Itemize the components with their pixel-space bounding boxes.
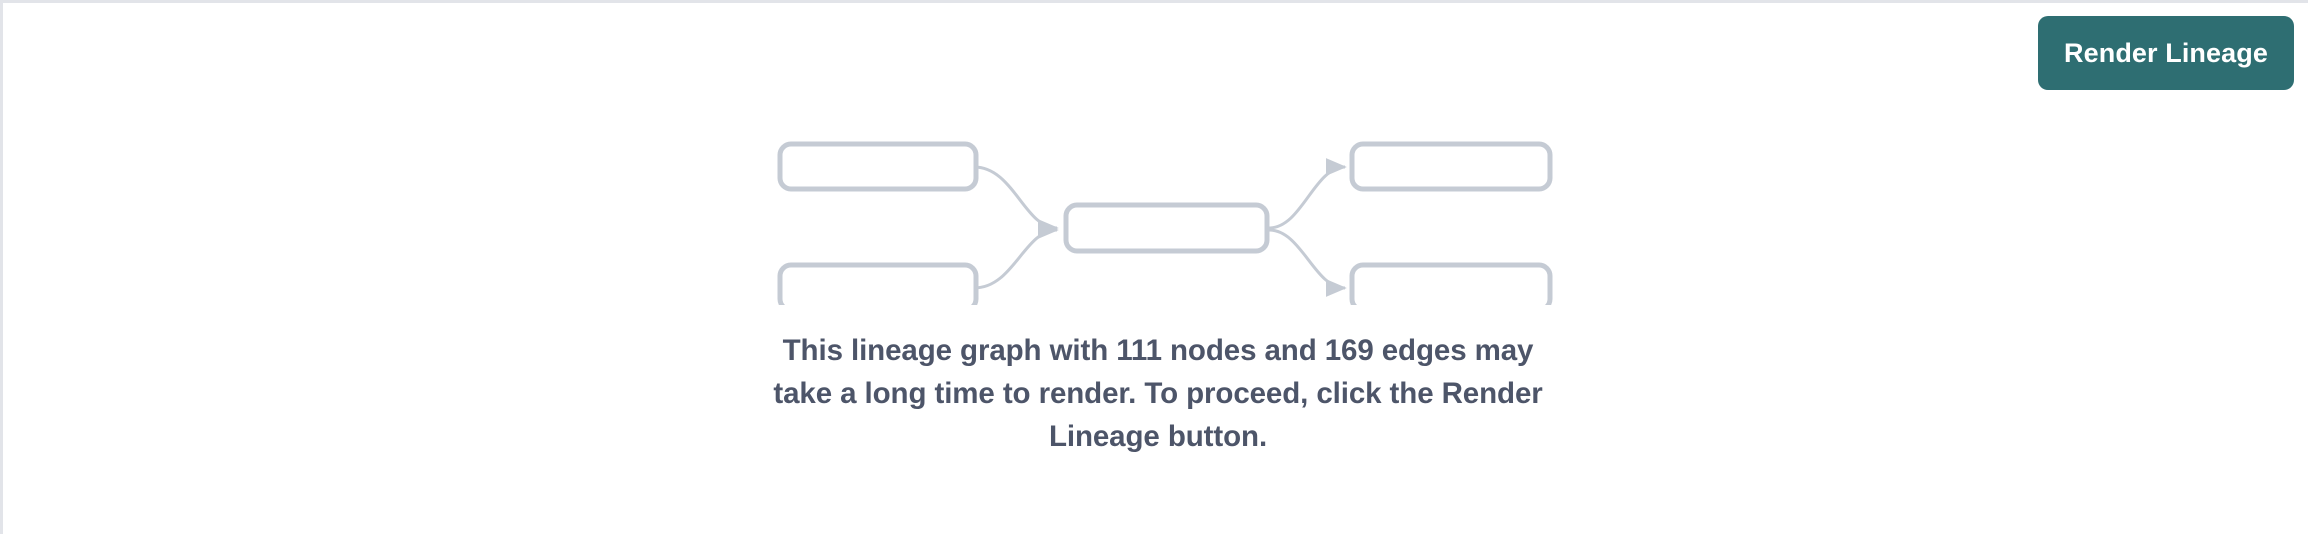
render-lineage-button[interactable]: Render Lineage bbox=[2038, 16, 2294, 90]
lineage-node-focus bbox=[1063, 202, 1270, 254]
edge-focus-to-downstream-2 bbox=[1268, 228, 1347, 297]
edge-upstream-1-to-focus bbox=[973, 165, 1059, 237]
lineage-empty-message: This lineage graph with 111 nodes and 16… bbox=[763, 329, 1553, 458]
lineage-empty-state: This lineage graph with 111 nodes and 16… bbox=[3, 107, 2308, 534]
lineage-toolbar: Render Lineage bbox=[3, 3, 2308, 107]
lineage-empty-message-line-2: a long time to render. To proceed, click… bbox=[840, 377, 1543, 453]
lineage-graph-placeholder-illustration bbox=[769, 125, 1559, 313]
edge-focus-to-downstream-1 bbox=[1268, 158, 1347, 230]
lineage-empty-message-line-1: This lineage graph with 111 nodes and 16… bbox=[773, 334, 1534, 410]
lineage-empty-message-line-3: button. bbox=[1167, 420, 1268, 453]
lineage-node-upstream-2 bbox=[777, 262, 979, 313]
lineage-graph-icon bbox=[777, 141, 1553, 313]
lineage-node-upstream-1 bbox=[777, 141, 979, 192]
lineage-node-downstream-2 bbox=[1349, 262, 1553, 313]
edge-upstream-2-to-focus bbox=[973, 221, 1059, 290]
lineage-node-downstream-1 bbox=[1349, 141, 1553, 192]
